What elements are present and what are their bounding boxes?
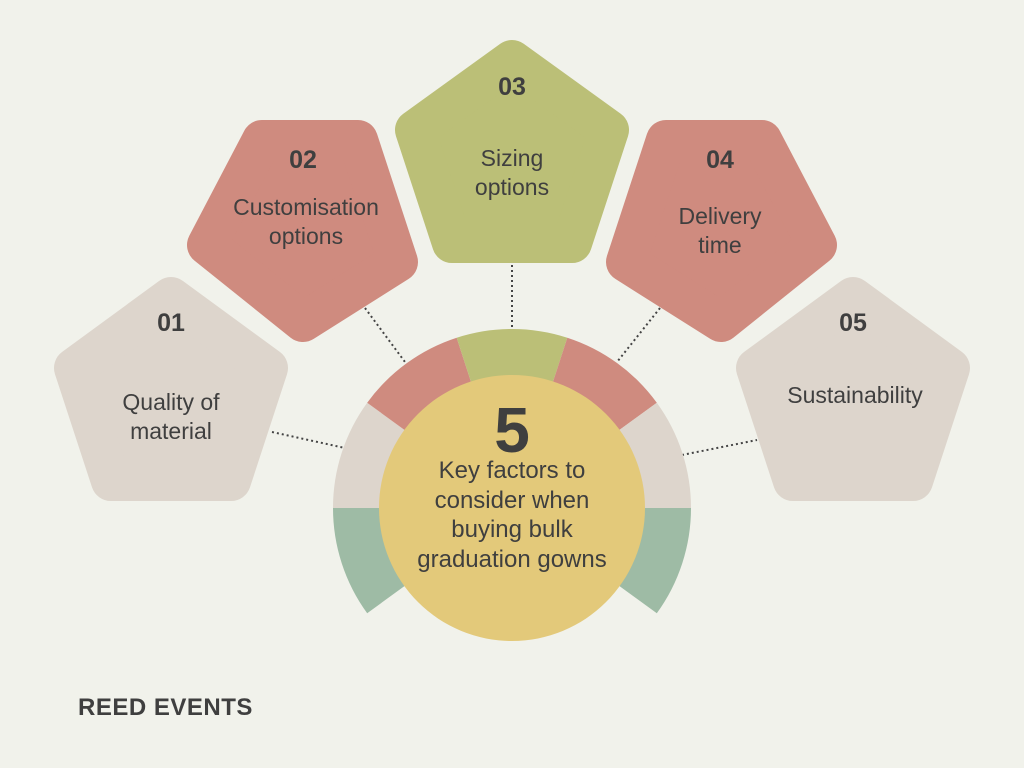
factor-05-number: 05 (839, 309, 867, 337)
ring-segment (545, 337, 657, 444)
factor-05-label: Sustainability (787, 382, 923, 408)
connector-04 (616, 307, 661, 363)
pentagon-04 (606, 120, 837, 342)
pentagon-03 (395, 40, 629, 263)
connector-02 (364, 307, 406, 363)
pentagon-05 (736, 277, 970, 501)
factor-01-number: 01 (157, 309, 185, 337)
center-circle (379, 375, 645, 641)
pentagon-01 (54, 277, 288, 501)
center-number: 5 (494, 394, 530, 466)
ring-segment (367, 337, 479, 444)
connector-lines (271, 265, 758, 456)
factor-02-number: 02 (289, 146, 317, 174)
connector-01 (271, 431, 346, 449)
connector-05 (681, 439, 758, 456)
pentagon-02 (187, 120, 418, 342)
brand-name: REED EVENTS (78, 694, 253, 721)
factor-03-number: 03 (498, 73, 526, 101)
factor-04-number: 04 (706, 146, 734, 174)
